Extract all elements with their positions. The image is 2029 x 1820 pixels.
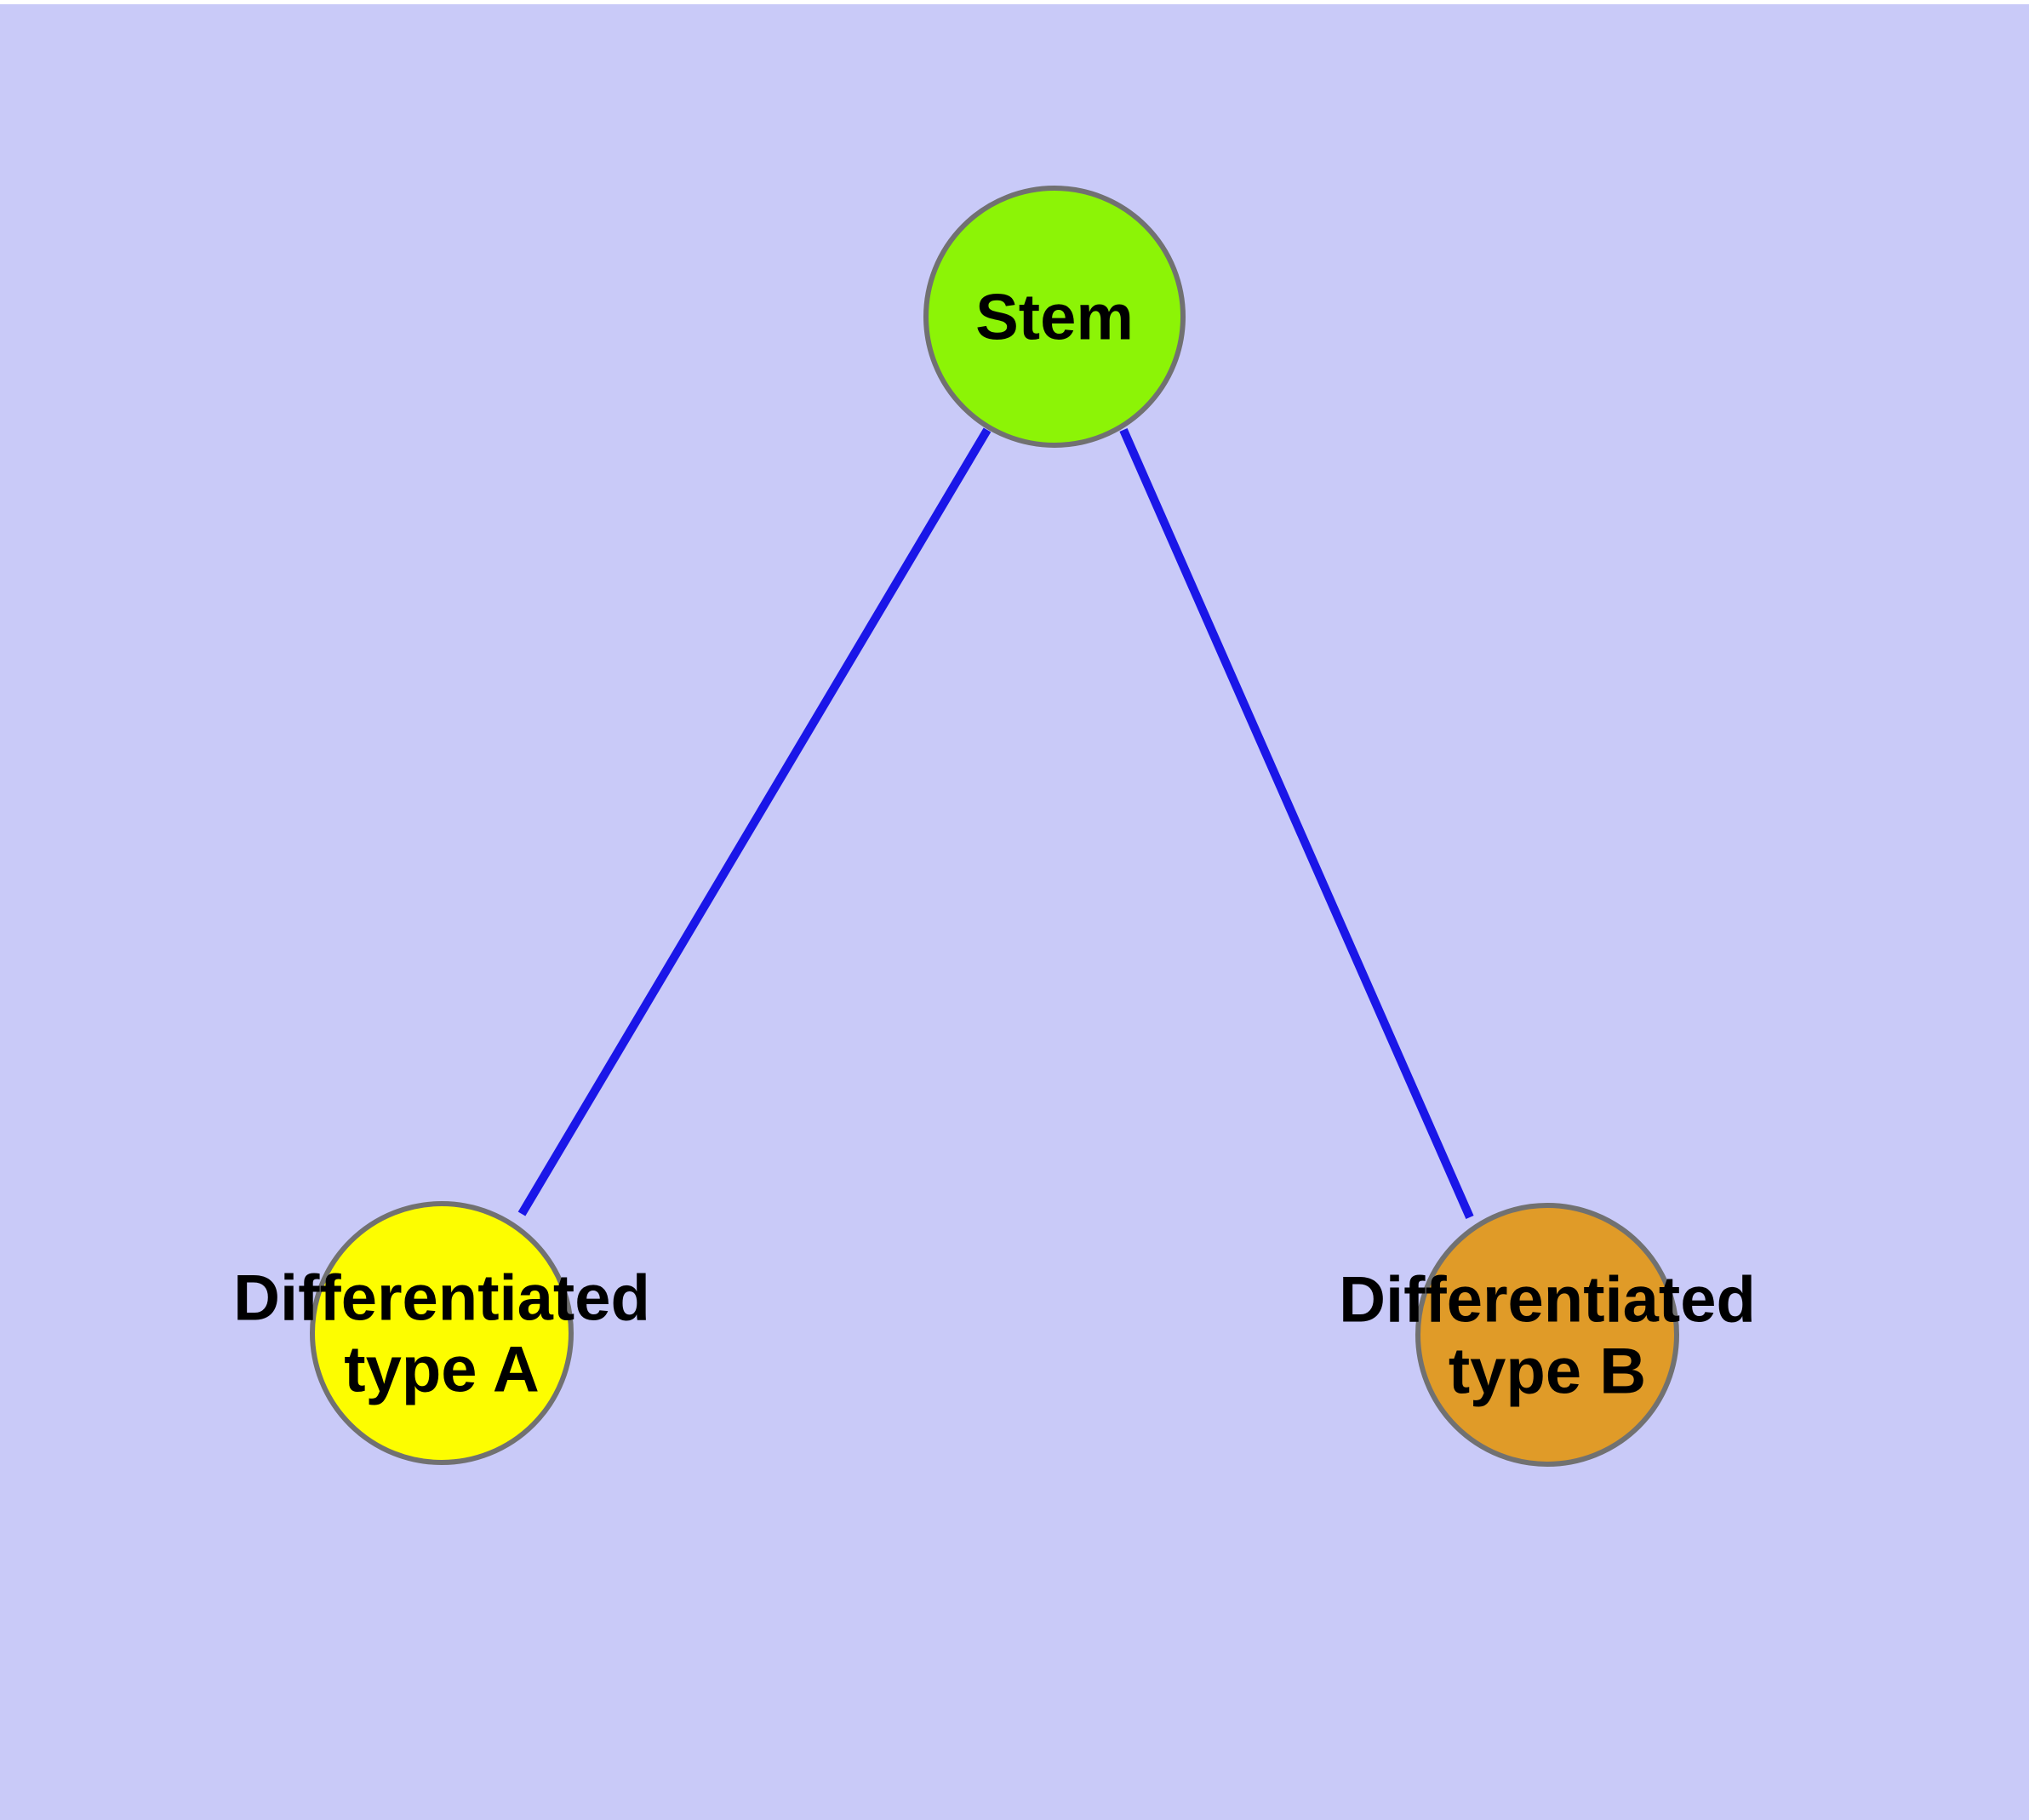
edges-layer — [517, 427, 1474, 1220]
node-label-line: Differentiated — [1339, 1264, 1756, 1336]
node-label-line: Differentiated — [233, 1262, 650, 1335]
node-label-stem: Stem — [975, 282, 1134, 354]
edge-stem-diff-b[interactable] — [1119, 427, 1474, 1220]
node-stem[interactable] — [923, 186, 1186, 448]
node-diff_b[interactable] — [1415, 1203, 1679, 1467]
nodes-layer — [310, 186, 1679, 1467]
node-label-line: type A — [344, 1334, 539, 1406]
node-diff_a[interactable] — [310, 1201, 574, 1465]
node-label-line: type B — [1449, 1336, 1646, 1408]
node-label-line: Stem — [975, 282, 1134, 354]
edge-stem-diff-a[interactable] — [517, 427, 992, 1216]
